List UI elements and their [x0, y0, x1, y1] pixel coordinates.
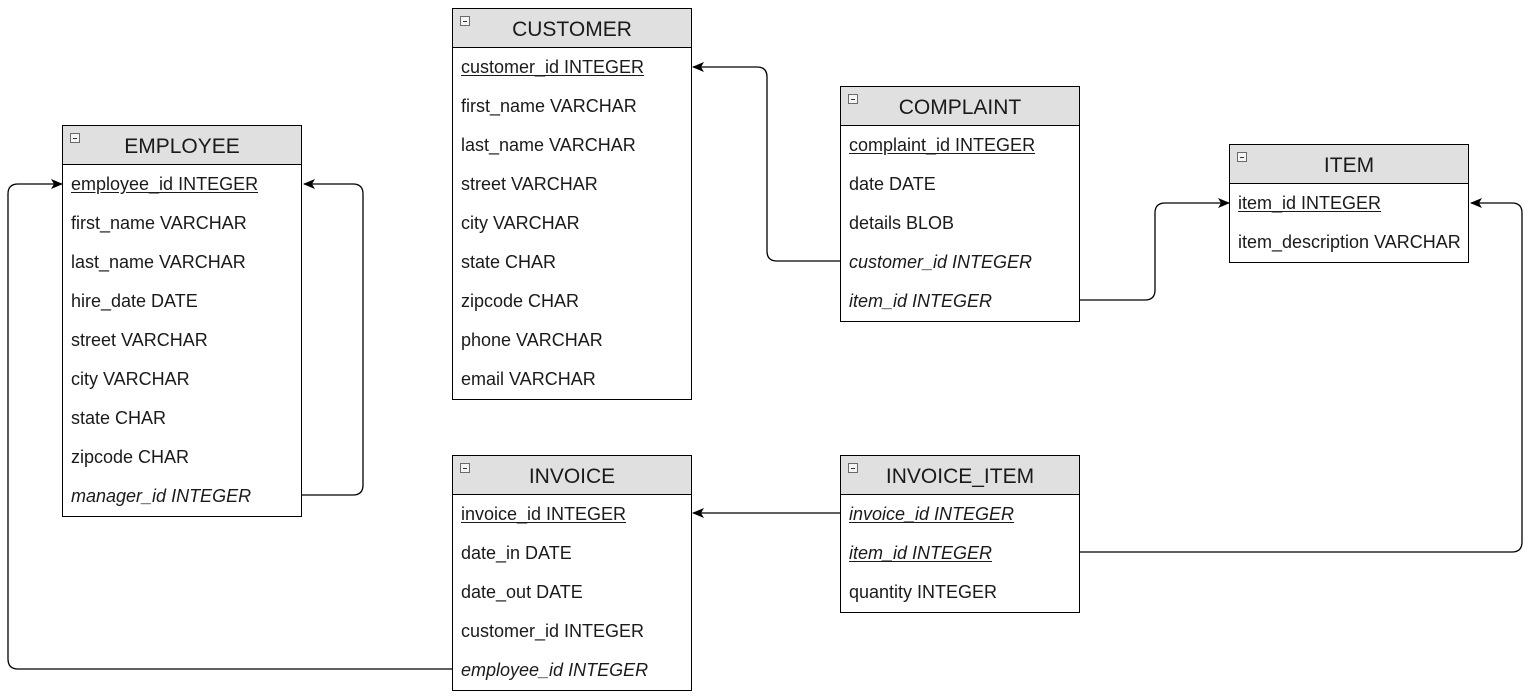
- entity-header-customer[interactable]: CUSTOMER: [453, 9, 691, 48]
- attribute-city[interactable]: city VARCHAR: [461, 213, 580, 233]
- entity-title-customer: CUSTOMER: [512, 18, 632, 41]
- collapse-icon[interactable]: [460, 16, 470, 26]
- attribute-hire-date[interactable]: hire_date DATE: [71, 291, 198, 311]
- attribute-date[interactable]: date DATE: [849, 174, 936, 194]
- attribute-customer-id[interactable]: customer_id INTEGER: [849, 252, 1033, 272]
- attribute-last-name[interactable]: last_name VARCHAR: [71, 252, 246, 272]
- attribute-item-id[interactable]: item_id INTEGER: [849, 291, 993, 311]
- entity-invoice-item[interactable]: INVOICE_ITEM invoice_id INTEGER item_id …: [840, 455, 1080, 613]
- entity-header-item[interactable]: ITEM: [1230, 145, 1468, 184]
- entity-invoice[interactable]: INVOICE invoice_id INTEGER date_in DATE …: [452, 455, 692, 691]
- collapse-icon[interactable]: [848, 463, 858, 473]
- relationship-employee-manager-self: [302, 179, 364, 496]
- attribute-state[interactable]: state CHAR: [71, 408, 167, 428]
- entity-header-invoice[interactable]: INVOICE: [453, 456, 691, 495]
- attribute-street[interactable]: street VARCHAR: [71, 330, 208, 350]
- entity-header-complaint[interactable]: COMPLAINT: [841, 87, 1079, 126]
- collapse-icon[interactable]: [848, 94, 858, 104]
- collapse-icon[interactable]: [460, 463, 470, 473]
- entity-complaint[interactable]: COMPLAINT complaint_id INTEGER date DATE…: [840, 86, 1080, 322]
- collapse-icon[interactable]: [70, 133, 80, 143]
- attribute-first-name[interactable]: first_name VARCHAR: [461, 96, 637, 116]
- attribute-phone[interactable]: phone VARCHAR: [461, 330, 603, 350]
- entity-title-employee: EMPLOYEE: [124, 135, 240, 158]
- attribute-employee-id[interactable]: employee_id INTEGER: [461, 660, 649, 680]
- entity-header-employee[interactable]: EMPLOYEE: [63, 126, 301, 165]
- attribute-city[interactable]: city VARCHAR: [71, 369, 190, 389]
- attribute-item-id[interactable]: item_id INTEGER: [1238, 193, 1382, 213]
- attribute-first-name[interactable]: first_name VARCHAR: [71, 213, 247, 233]
- attribute-details[interactable]: details BLOB: [849, 213, 955, 233]
- entity-title-complaint: COMPLAINT: [898, 96, 1022, 119]
- relationship-complaint-customer: [692, 62, 840, 262]
- entity-header-invoice-item[interactable]: INVOICE_ITEM: [841, 456, 1079, 495]
- attribute-state[interactable]: state CHAR: [461, 252, 557, 272]
- attribute-customer-id[interactable]: customer_id INTEGER: [461, 57, 645, 77]
- attribute-last-name[interactable]: last_name VARCHAR: [461, 135, 636, 155]
- entity-item[interactable]: ITEM item_id INTEGER item_description VA…: [1229, 144, 1469, 263]
- entity-employee[interactable]: EMPLOYEE employee_id INTEGER first_name …: [62, 125, 302, 517]
- entity-title-invoice-item: INVOICE_ITEM: [885, 465, 1035, 488]
- attribute-date-in[interactable]: date_in DATE: [461, 543, 572, 563]
- attribute-date-out[interactable]: date_out DATE: [461, 582, 583, 602]
- collapse-icon[interactable]: [1237, 152, 1247, 162]
- entity-customer[interactable]: CUSTOMER customer_id INTEGER first_name …: [452, 8, 692, 400]
- attribute-zipcode[interactable]: zipcode CHAR: [71, 447, 190, 467]
- attribute-customer-id[interactable]: customer_id INTEGER: [461, 621, 645, 641]
- attribute-invoice-id[interactable]: invoice_id INTEGER: [461, 504, 627, 524]
- attribute-zipcode[interactable]: zipcode CHAR: [461, 291, 580, 311]
- attribute-quantity[interactable]: quantity INTEGER: [849, 582, 998, 602]
- attribute-complaint-id[interactable]: complaint_id INTEGER: [849, 135, 1036, 155]
- attribute-street[interactable]: street VARCHAR: [461, 174, 598, 194]
- relationship-complaint-item: [1080, 198, 1230, 301]
- attribute-item-id[interactable]: item_id INTEGER: [849, 543, 993, 563]
- attribute-item-description[interactable]: item_description VARCHAR: [1238, 232, 1461, 252]
- attribute-employee-id[interactable]: employee_id INTEGER: [71, 174, 259, 194]
- attribute-invoice-id[interactable]: invoice_id INTEGER: [849, 504, 1015, 524]
- attribute-manager-id[interactable]: manager_id INTEGER: [71, 486, 252, 506]
- entity-title-item: ITEM: [1323, 154, 1375, 177]
- entity-title-invoice: INVOICE: [528, 465, 616, 488]
- attribute-email[interactable]: email VARCHAR: [461, 369, 596, 389]
